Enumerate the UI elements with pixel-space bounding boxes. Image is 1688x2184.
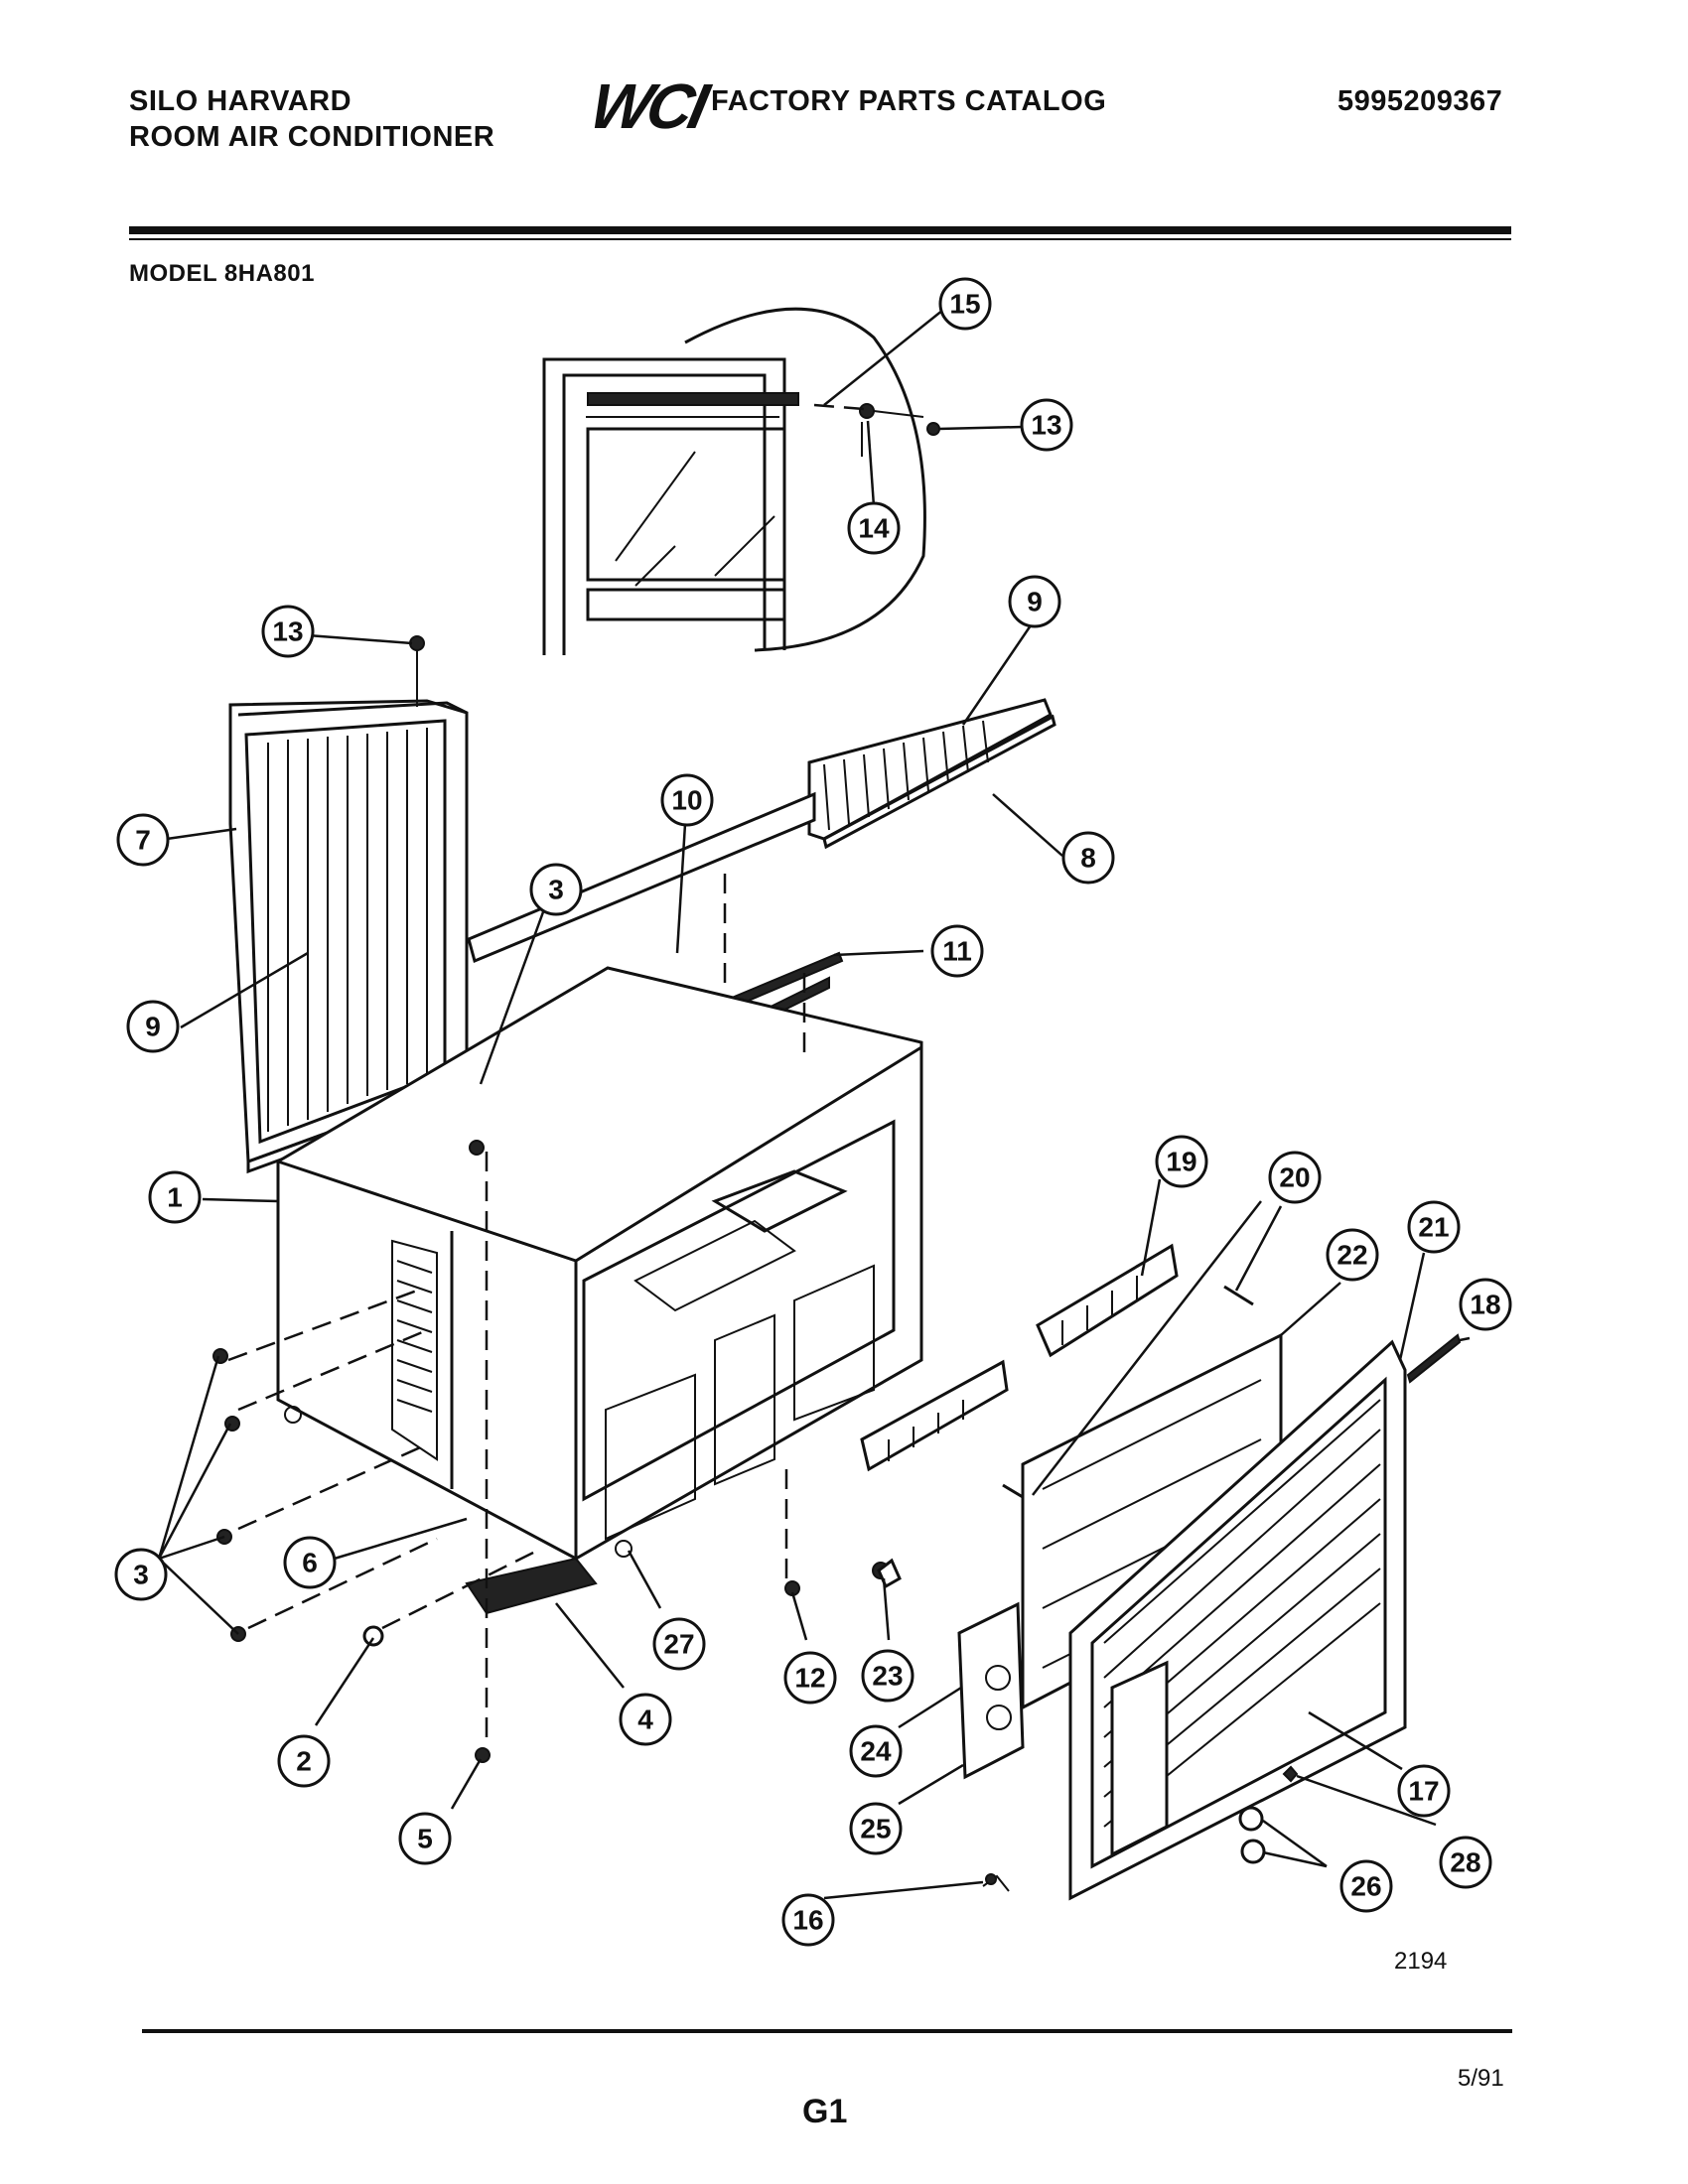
- callout-2: 2: [277, 1734, 331, 1788]
- svg-text:1: 1: [167, 1182, 183, 1213]
- callout-6: 6: [283, 1536, 337, 1589]
- svg-text:6: 6: [302, 1548, 318, 1578]
- drawing-number: 2194: [1394, 1948, 1448, 1975]
- svg-text:11: 11: [942, 936, 972, 967]
- callout-8: 8: [1061, 831, 1115, 885]
- callout-20: 20: [1268, 1151, 1322, 1204]
- svg-text:12: 12: [794, 1663, 825, 1694]
- callout-9-left: 9: [126, 1000, 180, 1053]
- callout-27: 27: [652, 1617, 706, 1671]
- callout-18: 18: [1459, 1278, 1512, 1331]
- brand-line-1: SILO HARVARD: [129, 85, 352, 117]
- svg-text:15: 15: [949, 289, 980, 320]
- callout-5: 5: [398, 1812, 452, 1865]
- svg-text:28: 28: [1450, 1847, 1480, 1878]
- svg-text:2: 2: [296, 1746, 312, 1777]
- catalog-date: 5/91: [1458, 2065, 1504, 2092]
- leader-lines: [157, 309, 1471, 1900]
- svg-text:3: 3: [133, 1560, 149, 1590]
- svg-text:24: 24: [860, 1736, 892, 1767]
- callout-10: 10: [660, 773, 714, 827]
- right-filter-piece: [807, 698, 1056, 850]
- callout-4: 4: [619, 1693, 672, 1746]
- cabinet: [276, 966, 923, 1615]
- callout-3-left: 3: [114, 1548, 168, 1601]
- callout-21: 21: [1407, 1200, 1461, 1254]
- brand-line-2: ROOM AIR CONDITIONER: [129, 121, 495, 153]
- callout-24: 24: [849, 1724, 903, 1778]
- window-detail: [542, 307, 940, 655]
- callout-17: 17: [1397, 1764, 1451, 1818]
- svg-text:23: 23: [872, 1661, 903, 1692]
- svg-text:21: 21: [1418, 1212, 1449, 1243]
- callout-13-left: 13: [261, 605, 315, 658]
- callout-7: 7: [116, 813, 170, 867]
- callout-19: 19: [1155, 1135, 1208, 1188]
- callout-16: 16: [781, 1893, 835, 1947]
- svg-text:26: 26: [1350, 1871, 1381, 1902]
- brand-block: SILO HARVARD ROOM AIR CONDITIONER: [129, 83, 494, 155]
- callout-15: 15: [938, 277, 992, 331]
- svg-text:25: 25: [860, 1814, 891, 1844]
- footer-rule: [142, 2029, 1512, 2033]
- svg-text:13: 13: [1031, 410, 1061, 441]
- svg-text:17: 17: [1408, 1776, 1439, 1807]
- control-panel: [877, 1558, 1025, 1892]
- page-id: G1: [802, 2093, 848, 2130]
- model-label: MODEL 8HA801: [129, 260, 315, 287]
- svg-text:27: 27: [663, 1629, 694, 1660]
- svg-text:14: 14: [858, 513, 890, 544]
- svg-text:16: 16: [792, 1905, 823, 1936]
- svg-text:13: 13: [272, 616, 303, 647]
- callout-11: 11: [930, 924, 984, 978]
- header-rule: [129, 226, 1511, 234]
- callout-3-top: 3: [529, 863, 583, 916]
- svg-text:9: 9: [145, 1012, 161, 1042]
- svg-text:5: 5: [417, 1824, 433, 1854]
- svg-text:3: 3: [548, 875, 564, 905]
- callout-12: 12: [783, 1651, 837, 1705]
- header-rule-thin: [129, 238, 1511, 240]
- svg-text:9: 9: [1027, 587, 1043, 617]
- svg-text:7: 7: [135, 825, 151, 856]
- callout-14: 14: [847, 501, 901, 555]
- callout-1: 1: [148, 1170, 202, 1224]
- svg-text:22: 22: [1336, 1240, 1367, 1271]
- svg-text:20: 20: [1279, 1162, 1310, 1193]
- svg-text:18: 18: [1470, 1290, 1500, 1320]
- svg-text:19: 19: [1166, 1147, 1196, 1177]
- callout-23: 23: [861, 1649, 914, 1703]
- svg-text:8: 8: [1080, 843, 1096, 874]
- guide-lines: [227, 874, 806, 1747]
- callout-9-top: 9: [1008, 575, 1061, 628]
- callout-26: 26: [1339, 1859, 1393, 1913]
- svg-text:10: 10: [671, 785, 702, 816]
- catalog-title: FACTORY PARTS CATALOG: [711, 85, 1107, 117]
- callout-22: 22: [1326, 1228, 1379, 1282]
- callout-25: 25: [849, 1802, 903, 1855]
- part-number: 5995209367: [1337, 85, 1503, 117]
- front-grille: [1021, 1332, 1462, 1901]
- svg-text:4: 4: [637, 1705, 653, 1735]
- callout-13-top: 13: [1020, 398, 1073, 452]
- callout-28: 28: [1439, 1836, 1492, 1889]
